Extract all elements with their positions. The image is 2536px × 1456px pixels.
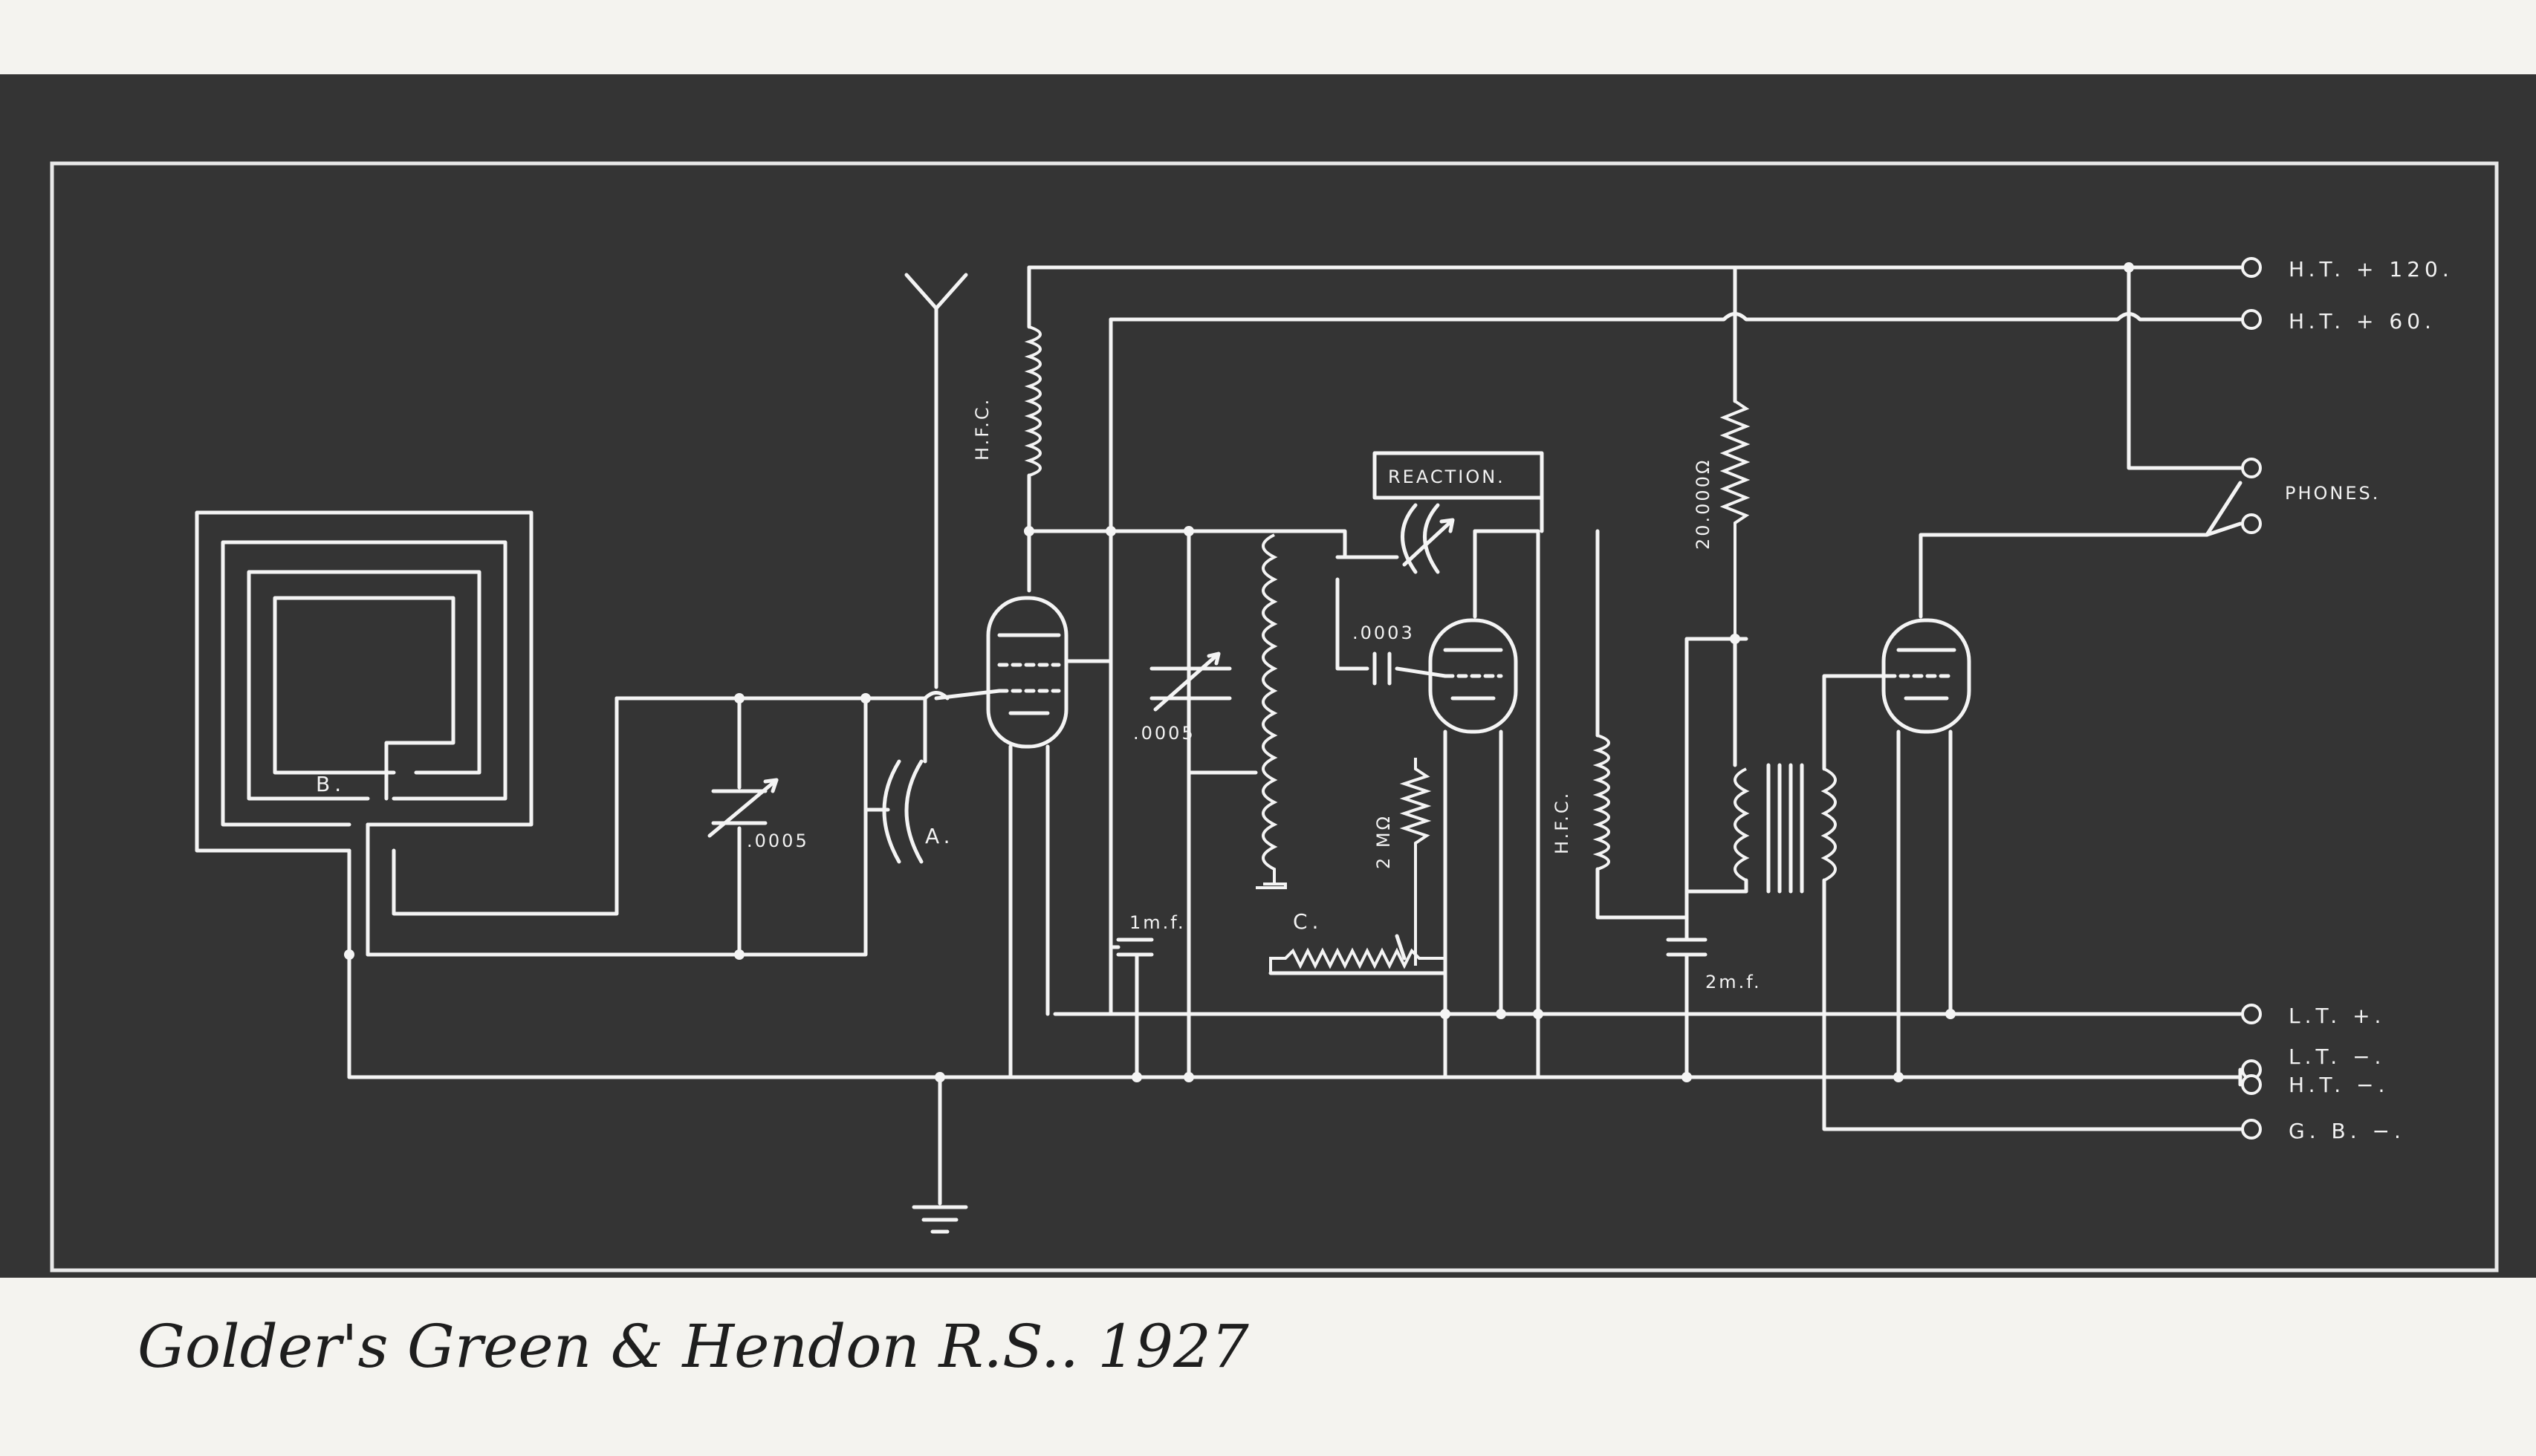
hfc1-choke: H.F.C. [972, 325, 1042, 477]
valve-2-detector: .0003 2 MΩ C. [1268, 529, 1540, 1079]
terminal-lt-plus: L.T. +. [2241, 1004, 2385, 1028]
board-frame [50, 161, 2499, 1273]
terminal-ht-minus-label: H.T. −. [2289, 1073, 2389, 1097]
ht60-rail [1109, 312, 2242, 322]
terminal-ht120: H.T. + 120. [2241, 257, 2454, 282]
earth-symbol [912, 1075, 968, 1234]
schematic-board [0, 74, 2536, 1278]
junctions [344, 262, 2134, 1082]
terminal-phones-label: PHONES. [2285, 483, 2380, 504]
hfc1-label: H.F.C. [972, 397, 993, 461]
handwritten-caption: Golder's Green & Hendon R.S.. 1927 [137, 1312, 1249, 1381]
filament-potentiometer: C. [1268, 909, 1447, 975]
mid-capacitor-value: .0005 [1133, 723, 1196, 744]
cap-1mf: 1m.f. [1109, 912, 1186, 1079]
pot-label: C. [1293, 909, 1323, 934]
anode-resistor: 20.000Ω [1693, 400, 1751, 639]
reaction-capacitor: REACTION. [1335, 451, 1544, 574]
terminal-lt-minus-ht-minus: L.T. −. H.T. −. [2241, 1044, 2389, 1097]
valve-3-output [1881, 481, 2242, 1079]
phones-feed [2127, 265, 2242, 470]
gb-minus-rail [1822, 993, 2242, 1131]
aerial-series-capacitor: A. [863, 696, 955, 864]
reaction-coil-pair [1256, 533, 1287, 889]
aerial-capacitor-label: A. [925, 824, 955, 848]
mid-variable-capacitor: .0005 [1133, 651, 1232, 744]
terminal-lt-minus-label: L.T. −. [2289, 1044, 2385, 1069]
terminal-ht60: H.T. + 60. [2241, 309, 2436, 334]
grid-leak-label: 2 MΩ [1373, 814, 1394, 869]
tuning-bottom-wire [366, 696, 868, 957]
frame-aerial-coil: B. [195, 510, 619, 1079]
cap-1mf-label: 1m.f. [1129, 912, 1186, 933]
terminal-ht120-label: H.T. + 120. [2289, 257, 2454, 282]
terminal-gb-minus-label: G. B. −. [2289, 1119, 2405, 1143]
grid-leak-resistor: 2 MΩ [1373, 758, 1432, 966]
grid-capacitor-value: .0003 [1352, 623, 1415, 643]
valve-1-hf: H.F.C. [934, 265, 1347, 1079]
cap-2mf: 2m.f. [1666, 915, 1762, 1079]
hfc2-choke: H.F.C. [1551, 529, 1689, 920]
hfc2-label: H.F.C. [1551, 791, 1572, 854]
terminal-gb-minus: G. B. −. [2241, 1119, 2405, 1143]
grid-capacitor: .0003 [1335, 577, 1447, 686]
terminal-phones: PHONES. [2205, 458, 2380, 537]
tuning-variable-capacitor: .0005 [707, 778, 809, 851]
frame-tap-label: B. [316, 772, 346, 796]
terminal-lt-plus-label: L.T. +. [2289, 1004, 2385, 1028]
reaction-label: REACTION. [1388, 467, 1505, 487]
cap-2mf-label: 2m.f. [1705, 972, 1762, 992]
terminal-ht60-label: H.T. + 60. [2289, 309, 2436, 334]
lf-transformer [1684, 674, 1890, 998]
tuning-capacitor-value: .0005 [747, 831, 809, 851]
anode-resistor-value: 20.000Ω [1693, 458, 1713, 550]
